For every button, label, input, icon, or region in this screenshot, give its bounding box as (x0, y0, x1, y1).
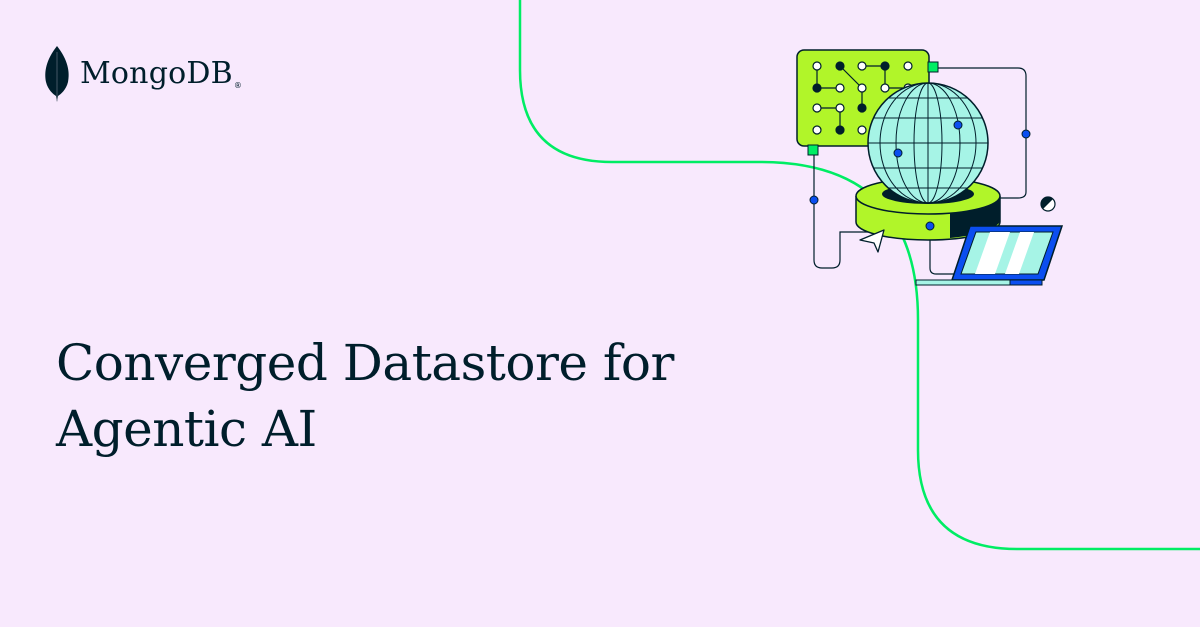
cursor-arrow-icon (859, 229, 885, 253)
headline-line-2: Agentic AI (56, 400, 317, 458)
globe (867, 82, 989, 204)
contrast-dot-icon (1040, 196, 1056, 212)
globe-database-laptop-illustration (796, 49, 1064, 286)
headline: Converged Datastore for Agentic AI (56, 330, 776, 462)
laptop (915, 225, 1064, 286)
headline-line-1: Converged Datastore for (56, 334, 674, 392)
registered-mark: ® (233, 81, 242, 90)
brand-name: MongoDB (80, 56, 233, 91)
mongodb-logo: MongoDB ® (42, 44, 242, 104)
mongodb-leaf-icon (45, 46, 69, 102)
